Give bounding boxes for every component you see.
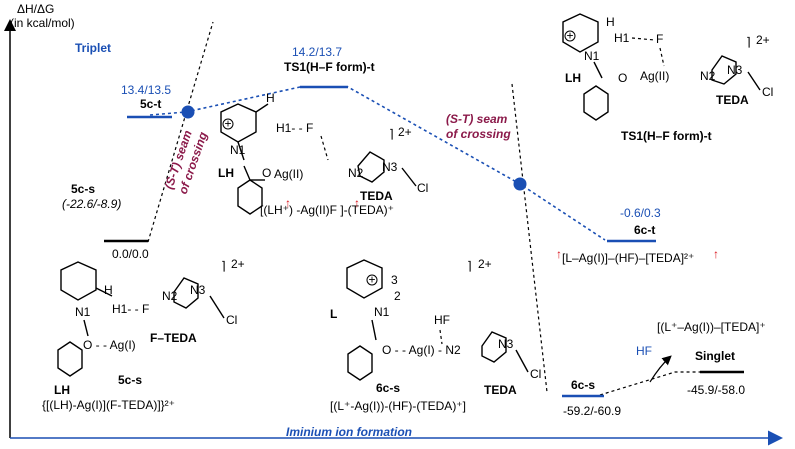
singlet-path — [599, 371, 700, 396]
seam-line-right — [511, 83, 548, 393]
svg-text:[(L⁺-Ag(I))-(HF)-(TEDA)⁺]: [(L⁺-Ag(I))-(HF)-(TEDA)⁺] — [330, 399, 466, 413]
svg-text:Ag(II): Ag(II) — [640, 69, 669, 83]
svg-text:N3: N3 — [727, 63, 743, 77]
svg-text:{[(LH)-Ag(I)](F-TEDA)]}²⁺: {[(LH)-Ag(I)](F-TEDA)]}²⁺ — [42, 398, 175, 412]
svg-text:LH: LH — [565, 71, 581, 85]
svg-text:N2: N2 — [348, 166, 364, 180]
structure-5c-t: + H H1- - F N1 LH O Ag(II) N2 N3 Cl TEDA… — [218, 91, 428, 217]
svg-text:N1: N1 — [230, 143, 246, 157]
svg-text:TEDA: TEDA — [360, 189, 393, 203]
value-5c-s-paren: (-22.6/-8.9) — [62, 197, 121, 211]
svg-text:TEDA: TEDA — [484, 383, 517, 397]
svg-text:H1: H1 — [614, 31, 630, 45]
x-axis-label: Iminium ion formation — [286, 425, 412, 439]
svg-text:↑: ↑ — [354, 196, 360, 210]
caption-6c-t: [L–Ag(I)]–(HF)–[TEDA]²⁺ — [562, 251, 694, 265]
svg-text:N3: N3 — [382, 160, 398, 174]
svg-text:TEDA: TEDA — [716, 93, 749, 107]
svg-text:H1- - F: H1- - F — [276, 121, 313, 135]
svg-text:TS1(H–F form)-t: TS1(H–F form)-t — [621, 129, 712, 143]
seam-line-left — [147, 21, 214, 243]
svg-text:2: 2 — [394, 289, 401, 303]
svg-text:F: F — [656, 32, 663, 46]
svg-text:↑: ↑ — [285, 196, 291, 210]
svg-text:2+: 2+ — [231, 257, 245, 271]
svg-text:2+: 2+ — [478, 257, 492, 271]
svg-text:H: H — [266, 91, 275, 105]
seam-label-left: (S-T) seam of crossing — [162, 128, 211, 196]
spin-arrow-2: ↑ — [713, 247, 719, 261]
svg-text:HF: HF — [434, 313, 450, 327]
svg-text:6c-s: 6c-s — [376, 381, 400, 395]
crossing-point-left — [181, 105, 195, 119]
svg-text:Cl: Cl — [417, 181, 428, 195]
svg-text:+: + — [225, 117, 232, 131]
svg-text:O: O — [618, 71, 627, 85]
svg-text:H: H — [104, 283, 113, 297]
hf-leaving-arrow — [649, 355, 672, 383]
svg-text:+: + — [369, 273, 376, 287]
value-6c-s: -59.2/-60.9 — [563, 404, 621, 418]
triplet-path — [149, 86, 606, 241]
name-5c-s: 5c-s — [71, 182, 95, 196]
svg-text:Cl: Cl — [530, 367, 541, 381]
svg-text:5c-s: 5c-s — [118, 373, 142, 387]
name-ts1: TS1(H–F form)-t — [284, 60, 375, 74]
svg-text:H1- - F: H1- - F — [112, 302, 149, 316]
svg-text:H: H — [606, 15, 615, 29]
value-5c-t: 13.4/13.5 — [121, 83, 171, 97]
seam-label-right-2: of crossing — [446, 127, 511, 141]
svg-text:2+: 2+ — [756, 33, 770, 47]
svg-text:Cl: Cl — [226, 313, 237, 327]
value-ts1: 14.2/13.7 — [292, 45, 342, 59]
svg-text:LH: LH — [218, 166, 234, 180]
svg-text:⌉: ⌉ — [389, 127, 394, 141]
seam-label-right-1: (S-T) seam — [446, 112, 508, 126]
value-6c-t: -0.6/0.3 — [620, 206, 661, 220]
svg-text:3: 3 — [391, 273, 398, 287]
svg-text:N1: N1 — [75, 305, 91, 319]
svg-text:+: + — [567, 29, 574, 43]
hf-leaving: HF — [636, 344, 652, 358]
name-5c-t: 5c-t — [140, 97, 161, 111]
structure-5c-s: H H1- - F N2 N3 Cl ⌉ 2+ N1 O - - Ag(I) F… — [42, 257, 245, 412]
structure-6c-s: + 3 2 L N1 HF ⌉ 2+ O - - Ag(I) - N2 N3 C… — [330, 257, 541, 413]
svg-text:LH: LH — [54, 383, 70, 397]
svg-text:O - - Ag(I): O - - Ag(I) — [83, 338, 136, 352]
svg-text:F–TEDA: F–TEDA — [150, 331, 197, 345]
svg-text:⌉: ⌉ — [221, 259, 226, 273]
name-6c-s: 6c-s — [571, 378, 595, 392]
caption-singlet: [(L⁺–Ag(I))–[TEDA]⁺ — [657, 320, 766, 334]
spin-arrow-1: ↑ — [556, 247, 562, 261]
name-singlet: Singlet — [695, 349, 735, 363]
svg-text:N1: N1 — [374, 305, 390, 319]
y-axis-label: ΔH/ΔG — [17, 2, 54, 16]
svg-text:N1: N1 — [584, 49, 600, 63]
value-5c-s: 0.0/0.0 — [112, 247, 149, 261]
svg-text:[(LH⁺) -Ag(II)F ]-(TEDA)⁺: [(LH⁺) -Ag(II)F ]-(TEDA)⁺ — [260, 203, 394, 217]
svg-text:O: O — [262, 166, 271, 180]
svg-text:O - - Ag(I) - N2: O - - Ag(I) - N2 — [382, 343, 461, 357]
svg-text:2+: 2+ — [398, 125, 412, 139]
svg-text:Ag(II): Ag(II) — [274, 167, 303, 181]
value-singlet: -45.9/-58.0 — [687, 383, 745, 397]
svg-text:Cl: Cl — [762, 85, 773, 99]
svg-text:⌉: ⌉ — [746, 35, 751, 49]
triplet-label: Triplet — [75, 41, 111, 55]
name-6c-t: 6c-t — [634, 223, 655, 237]
y-axis-unit: (in kcal/mol) — [10, 16, 75, 30]
crossing-point-right — [513, 177, 527, 191]
svg-text:⌉: ⌉ — [467, 259, 472, 273]
svg-text:L: L — [330, 307, 337, 321]
structure-ts1: + H H1 F N1 LH O Ag(II) N2 N3 Cl TEDA ⌉ … — [562, 13, 773, 143]
